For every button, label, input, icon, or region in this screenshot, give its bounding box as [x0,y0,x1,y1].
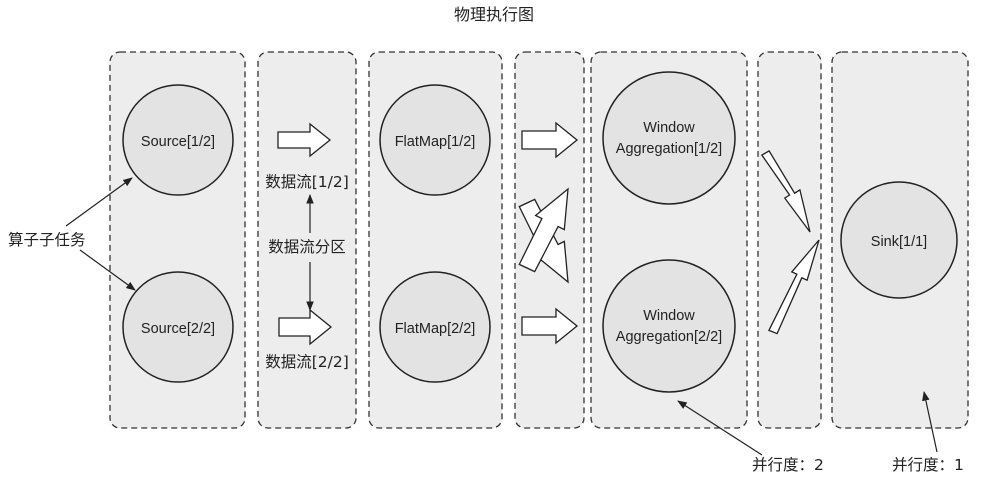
merge-arrow-top [760,150,811,233]
stream-arrow-2 [278,308,333,346]
label-parallelism-2: 并行度：2 [752,456,824,474]
lane-merge [757,51,822,429]
diagram-title: 物理执行图 [454,5,534,24]
subtask-pointer-down [79,249,136,291]
label-stream-2: 数据流[2/2] [265,353,349,371]
node-flatmap-1-label: FlatMap[1/2] [395,134,476,150]
node-flatmap-2: FlatMap[2/2] [379,271,491,383]
node-flatmap-2-label: FlatMap[2/2] [395,321,476,337]
label-parallelism-1: 并行度：1 [892,456,964,474]
node-source-1-label: Source[1/2] [141,134,215,150]
node-flatmap-1: FlatMap[1/2] [379,84,491,196]
shuffle-arrow-top [521,121,579,159]
subtask-pointer-up [65,177,133,227]
node-window-2-label-line2: Aggregation[2/2] [616,329,722,345]
merge-arrow-bottom [768,239,820,335]
shuffle-arrow-bottom [521,307,579,345]
label-operator-subtask: 算子子任务 [8,230,86,249]
node-sink-label: Sink[1/1] [871,234,927,250]
node-sink: Sink[1/1] [840,181,958,299]
label-stream-partition: 数据流分区 [268,238,346,256]
parallelism-2-pointer [677,400,763,456]
node-window-1-label-line1: Window [643,120,695,136]
node-window-2: Window Aggregation[2/2] [602,259,736,393]
shuffle-arrow-cross-up [518,187,569,273]
node-window-1-label-line2: Aggregation[1/2] [616,141,722,157]
parallelism-1-pointer [922,391,938,453]
node-window-2-label-line1: Window [643,308,695,324]
node-window-1: Window Aggregation[1/2] [602,71,736,205]
stream-arrow-1 [277,122,332,158]
node-source-1: Source[1/2] [122,84,234,196]
node-source-2-label: Source[2/2] [141,321,215,337]
node-source-2: Source[2/2] [122,271,234,383]
label-stream-1: 数据流[1/2] [265,173,349,191]
